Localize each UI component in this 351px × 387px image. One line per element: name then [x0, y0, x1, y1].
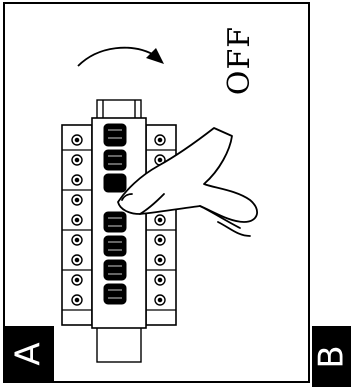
panel-b-letter: B	[314, 345, 348, 368]
off-label-text: OFF	[222, 25, 257, 94]
curved-arrow-icon	[78, 48, 164, 66]
toggle-handles	[104, 124, 126, 304]
right-terminal-screws	[155, 135, 165, 305]
panel-b-label: B	[312, 326, 351, 387]
left-terminal-screws	[72, 135, 82, 305]
panel-a-letter: A	[12, 342, 46, 365]
off-state-label: OFF	[205, 40, 275, 80]
panel-a-label: A	[4, 326, 54, 382]
